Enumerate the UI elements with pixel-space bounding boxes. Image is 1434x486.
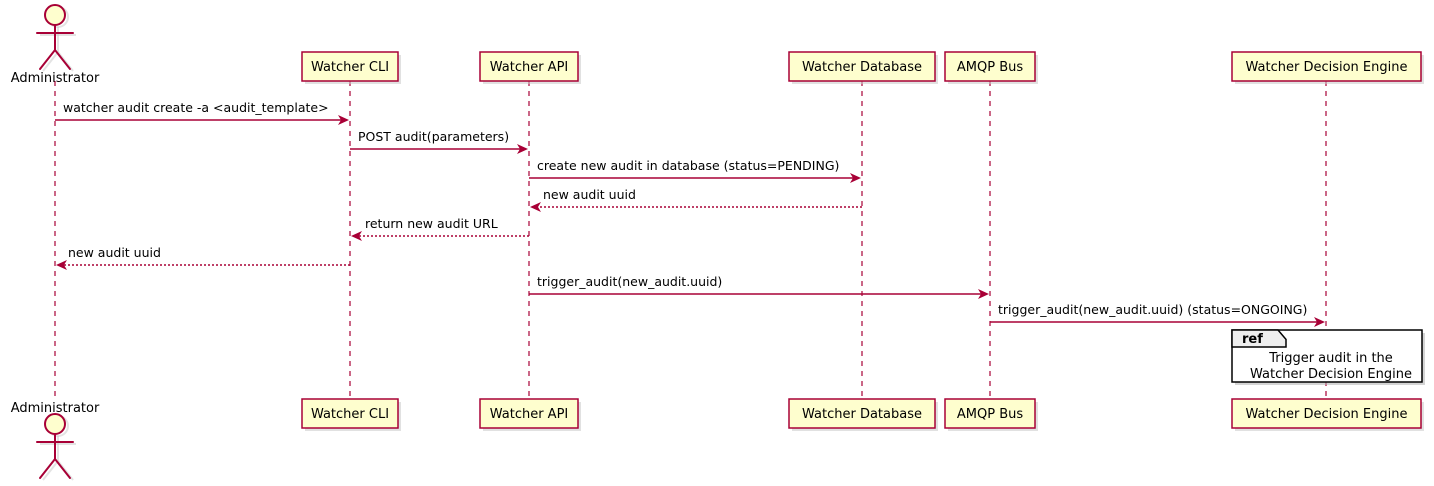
participant-label: AMQP Bus [957, 60, 1023, 75]
participant-watcher-cli-top[interactable]: Watcher CLI [301, 51, 401, 84]
actor-leg-left-shadow [42, 51, 59, 72]
actor-label-administrator-top: Administrator [11, 71, 100, 86]
actor-leg-left [39, 49, 56, 70]
message-label: POST audit(parameters) [358, 129, 509, 144]
participant-box[interactable] [301, 51, 399, 82]
message-msg-2: POST audit(parameters) [350, 129, 528, 154]
message-arrowhead [351, 231, 362, 241]
participant-box[interactable] [301, 398, 399, 429]
participant-label: Watcher CLI [311, 407, 389, 422]
ref-tab-label: ref [1242, 332, 1263, 347]
participant-watcher-database-top[interactable]: Watcher Database [788, 51, 938, 84]
participant-box[interactable] [788, 398, 936, 429]
message-label: new audit uuid [543, 187, 636, 202]
message-label: return new audit URL [365, 216, 498, 231]
message-msg-1: watcher audit create -a <audit_template> [55, 100, 349, 125]
participants-top-group: Administrator Watcher CLI Watcher API Watch… [11, 4, 1424, 86]
message-label: trigger_audit(new_audit.uuid) [537, 274, 722, 289]
actor-administrator-top: Administrator [11, 4, 100, 86]
message-arrowhead [338, 115, 349, 125]
participant-label: Watcher CLI [311, 60, 389, 75]
actor-leg-right [54, 49, 71, 70]
messages-group: watcher audit create -a <audit_template>… [55, 100, 1325, 327]
participant-box[interactable] [1231, 51, 1422, 82]
message-msg-7: trigger_audit(new_audit.uuid) [529, 274, 989, 299]
message-arrowhead [56, 260, 67, 270]
actor-leg-right-shadow [57, 51, 74, 72]
message-label: create new audit in database (status=PEN… [537, 158, 839, 173]
participant-watcher-cli-bottom[interactable]: Watcher CLI [301, 398, 401, 431]
actor-leg-right-shadow [57, 460, 74, 481]
message-arrowhead [1314, 317, 1325, 327]
ref-tab [1231, 329, 1287, 348]
participant-label: AMQP Bus [957, 407, 1023, 422]
participant-amqp-bus-bottom[interactable]: AMQP Bus [944, 398, 1038, 431]
participant-label: Watcher Database [802, 60, 922, 75]
actor-leg-right [54, 458, 71, 479]
participants-bottom-group: Administrator Watcher CLI Watcher API Watch… [11, 398, 1424, 481]
participant-label: Watcher API [490, 60, 569, 75]
message-msg-3: create new audit in database (status=PEN… [529, 158, 861, 183]
participant-box[interactable] [479, 398, 579, 429]
message-label: new audit uuid [68, 245, 161, 260]
participant-label: Watcher Decision Engine [1246, 60, 1408, 75]
participant-watcher-api-top[interactable]: Watcher API [479, 51, 581, 84]
actor-leg-left-shadow [42, 460, 59, 481]
participant-box[interactable] [944, 51, 1036, 82]
message-label: watcher audit create -a <audit_template> [63, 100, 329, 115]
ref-body-line: Watcher Decision Engine [1250, 367, 1412, 382]
message-arrowhead [517, 144, 528, 154]
actor-label-administrator-bottom: Administrator [11, 401, 100, 416]
participant-label: Watcher Decision Engine [1246, 407, 1408, 422]
participant-box[interactable] [788, 51, 936, 82]
lifelines-group [54, 81, 1327, 399]
message-arrowhead [978, 289, 989, 299]
participant-watcher-decision-engine-bottom[interactable]: Watcher Decision Engine [1231, 398, 1424, 431]
message-msg-4: new audit uuid [530, 187, 862, 212]
participant-box[interactable] [479, 51, 579, 82]
ref-body-line: Trigger audit in the [1268, 351, 1393, 366]
message-label: trigger_audit(new_audit.uuid) (status=ON… [998, 302, 1307, 317]
message-arrowhead [850, 173, 861, 183]
participant-box[interactable] [944, 398, 1036, 429]
participant-label: Watcher API [490, 407, 569, 422]
participant-watcher-database-bottom[interactable]: Watcher Database [788, 398, 938, 431]
message-msg-6: new audit uuid [56, 245, 350, 270]
participant-box[interactable] [1231, 398, 1422, 429]
actor-head-icon [44, 413, 66, 435]
message-msg-8: trigger_audit(new_audit.uuid) (status=ON… [990, 302, 1325, 327]
message-arrowhead [530, 202, 541, 212]
actor-leg-left [39, 458, 56, 479]
participant-watcher-api-bottom[interactable]: Watcher API [479, 398, 581, 431]
message-msg-5: return new audit URL [351, 216, 529, 241]
actor-head-icon [44, 4, 66, 26]
participant-label: Watcher Database [802, 407, 922, 422]
actor-administrator-bottom: Administrator [11, 401, 100, 481]
participant-amqp-bus-top[interactable]: AMQP Bus [944, 51, 1038, 84]
participant-watcher-decision-engine-top[interactable]: Watcher Decision Engine [1231, 51, 1424, 84]
